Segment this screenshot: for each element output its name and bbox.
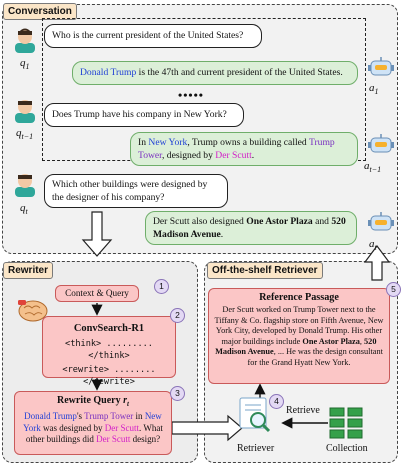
rewriter-section-label: Rewriter <box>3 262 54 279</box>
user-question-1: Who is the current president of the Unit… <box>44 24 262 48</box>
answer-text: Der Scutt also designed <box>153 216 247 227</box>
brain-icon <box>18 300 48 322</box>
reference-passage-text: Der Scutt worked on Trump Tower next to … <box>214 305 384 367</box>
user-question-t-1: Does Trump have his company in New York? <box>44 103 244 127</box>
user-avatar-icon <box>15 28 35 53</box>
user-question-t: Which other buildings were designed by t… <box>44 174 228 208</box>
collection-label: Collection <box>326 443 368 454</box>
entity-highlight: Der Scutt <box>215 150 252 161</box>
speaker-label-q1: q1 <box>20 57 30 72</box>
flow-arrow-passage-to-answer <box>363 245 391 281</box>
robot-avatar-icon <box>368 134 394 153</box>
step-number-1: 1 <box>154 279 169 294</box>
question-text: Does Trump have his company in New York? <box>52 109 227 120</box>
answer-text: . <box>220 229 224 240</box>
model-name: ConvSearch-R1 <box>73 323 145 334</box>
answer-text: , designed by <box>161 150 216 161</box>
retriever-section-label: Off-the-shelf Retriever <box>207 262 323 279</box>
retrieve-action-label: Retrieve <box>286 405 320 416</box>
step-number-3: 3 <box>170 386 185 401</box>
user-avatar-icon <box>15 100 35 123</box>
question-text: Which other buildings were designed by t… <box>52 179 208 203</box>
answer-text: . <box>251 150 255 161</box>
speaker-label-qt: qt <box>20 202 28 217</box>
step-number-5: 5 <box>386 282 401 297</box>
user-avatar-icon <box>15 174 35 197</box>
speaker-label-qt-1: qt−1 <box>16 127 34 142</box>
omitted-turns-ellipsis: ••••• <box>178 88 205 102</box>
reference-passage-title: Reference Passage <box>259 292 339 303</box>
assistant-answer-t-1: In New York, Trump owns a building calle… <box>130 132 358 166</box>
step-number-4: 4 <box>269 394 284 409</box>
convsearch-r1-model-box: ConvSearch-R1 <think> ......... </think>… <box>42 316 176 387</box>
retriever-label: Retriever <box>237 443 275 454</box>
rewrite-query-box: Rewrite Query rt Donald Trump's Trump To… <box>14 391 172 455</box>
answer-text: In <box>138 137 149 148</box>
robot-avatar-icon <box>368 212 394 231</box>
answer-text: is the 47th and current president of the… <box>136 67 343 78</box>
building-name: One Astor Plaza <box>246 216 313 227</box>
conversation-section-label: Conversation <box>3 3 77 20</box>
question-text: Who is the current president of the Unit… <box>52 30 244 41</box>
speaker-label-a1: a1 <box>369 82 379 97</box>
entity-highlight: Donald Trump <box>80 67 137 78</box>
reference-passage-box: Reference Passage Der Scutt worked on Tr… <box>208 288 390 384</box>
rewritten-query-text: Donald Trump's Trump Tower in New York w… <box>23 411 163 444</box>
assistant-answer-1: Donald Trump is the 47th and current pre… <box>72 61 358 85</box>
answer-text: , Trump owns a building called <box>187 137 309 148</box>
think-tag-line: <think> ......... </think> <box>65 339 153 361</box>
entity-highlight: New York <box>148 137 188 148</box>
assistant-answer-t: Der Scutt also designed One Astor Plaza … <box>145 211 357 245</box>
step-number-2: 2 <box>170 308 185 323</box>
context-query-box: Context & Query <box>55 285 139 302</box>
flow-arrow-conv-to-rewriter <box>81 211 113 257</box>
context-query-label: Context & Query <box>65 288 129 298</box>
flow-arrow-query-to-retriever <box>171 414 243 442</box>
speaker-label-at-1: at−1 <box>364 160 382 175</box>
rewrite-query-title: Rewrite Query rt <box>57 395 129 408</box>
rewrite-tag-line: <rewrite> ........ </rewrite> <box>62 365 156 387</box>
speaker-label-at: at <box>369 238 377 253</box>
answer-text: and <box>312 216 332 227</box>
building-name: 520 Madison Avenue <box>153 216 346 240</box>
entity-highlight: Trump Tower <box>138 137 335 161</box>
robot-avatar-icon <box>368 57 394 76</box>
search-magnifier-icon <box>239 397 271 433</box>
database-stack-icon <box>329 407 363 439</box>
